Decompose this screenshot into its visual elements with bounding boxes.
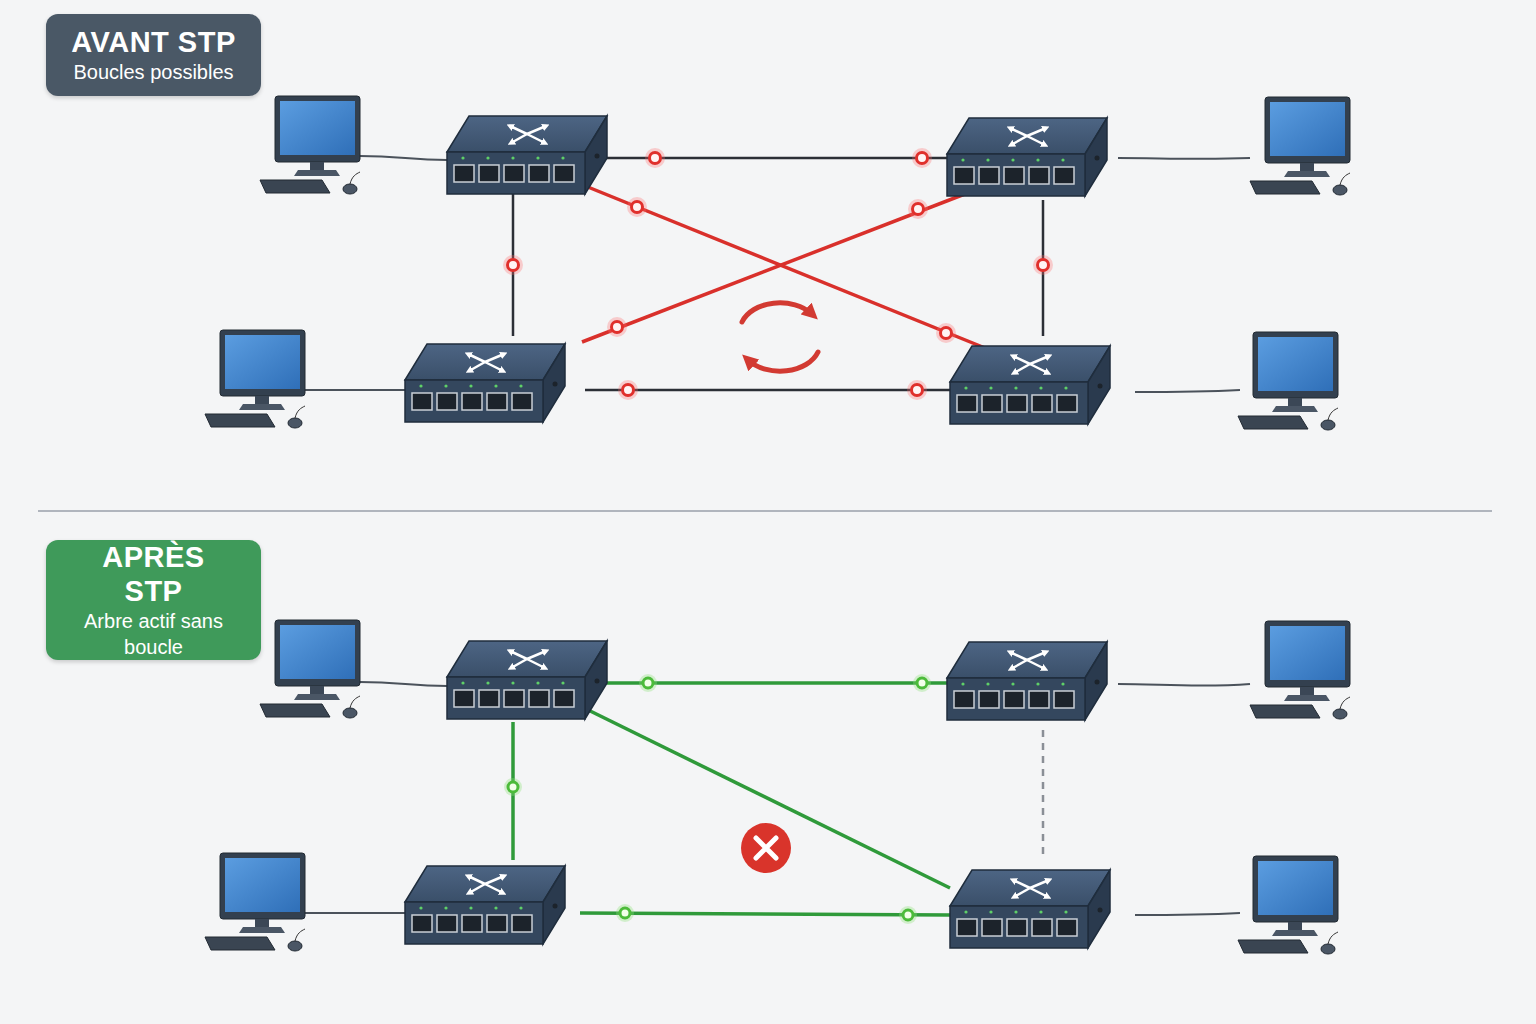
dot-glow xyxy=(504,778,522,796)
cable xyxy=(1118,157,1250,160)
cable xyxy=(360,682,447,686)
dot-glow xyxy=(912,148,932,168)
port-dot xyxy=(917,153,928,164)
cable xyxy=(360,156,447,160)
loop-arrow xyxy=(742,303,812,322)
switch xyxy=(950,870,1110,948)
dot-glow xyxy=(908,199,928,219)
loop-arrow xyxy=(748,352,818,371)
port-dot xyxy=(941,328,952,339)
cable xyxy=(305,912,405,914)
switch xyxy=(447,641,607,719)
loop-link xyxy=(582,192,970,342)
computer xyxy=(260,96,360,194)
switch xyxy=(405,344,565,422)
dot-glow xyxy=(936,323,956,343)
port-dot xyxy=(632,202,643,213)
port-dot xyxy=(508,260,519,271)
cable xyxy=(1135,390,1240,392)
port-dot xyxy=(623,385,634,396)
badge-title: APRÈS STP xyxy=(79,540,229,608)
blocked-cross xyxy=(756,838,776,858)
port-dot xyxy=(1038,260,1049,271)
port-dot xyxy=(620,908,630,918)
dot-glow xyxy=(907,380,927,400)
computer xyxy=(205,330,305,428)
port-dot xyxy=(917,678,927,688)
port-dots-green xyxy=(504,674,931,924)
cable xyxy=(305,389,405,391)
badge-title: AVANT STP xyxy=(71,25,236,59)
port-dot xyxy=(612,322,623,333)
blocked-symbol xyxy=(741,823,791,873)
dot-glow xyxy=(639,674,657,692)
dot-glow xyxy=(645,148,665,168)
active-link xyxy=(580,913,950,915)
switch xyxy=(950,346,1110,424)
cable xyxy=(1135,913,1240,915)
port-dot xyxy=(643,678,653,688)
port-dots-red xyxy=(503,148,1053,400)
divider xyxy=(38,510,1492,512)
dot-glow xyxy=(607,317,627,337)
switch xyxy=(947,118,1107,196)
active-link xyxy=(578,705,950,888)
title-badge: APRÈS STPArbre actif sans boucle xyxy=(46,540,261,660)
link xyxy=(585,389,950,392)
switch xyxy=(405,866,565,944)
dot-glow xyxy=(899,906,917,924)
computer xyxy=(205,853,305,951)
port-dot xyxy=(508,782,518,792)
port-dot xyxy=(903,910,913,920)
blocked-link xyxy=(1042,730,1045,856)
dot-glow xyxy=(503,255,523,275)
dot-glow xyxy=(913,674,931,692)
computer xyxy=(260,620,360,718)
dot-glow xyxy=(616,904,634,922)
title-badge: AVANT STPBoucles possibles xyxy=(46,14,261,96)
blocked-circle xyxy=(741,823,791,873)
switch xyxy=(447,116,607,194)
port-dot xyxy=(912,385,923,396)
dot-glow xyxy=(627,197,647,217)
cable xyxy=(1118,684,1250,686)
dot-glow xyxy=(1033,255,1053,275)
computer xyxy=(1250,97,1350,195)
loop-symbol xyxy=(742,303,818,371)
port-dot xyxy=(913,204,924,215)
computer xyxy=(1238,856,1338,954)
computer xyxy=(1250,621,1350,719)
switch xyxy=(947,642,1107,720)
port-dot xyxy=(650,153,661,164)
badge-subtitle: Arbre actif sans boucle xyxy=(79,608,229,660)
loop-link xyxy=(578,183,990,350)
dot-glow xyxy=(618,380,638,400)
badge-subtitle: Boucles possibles xyxy=(73,59,233,85)
computer xyxy=(1238,332,1338,430)
